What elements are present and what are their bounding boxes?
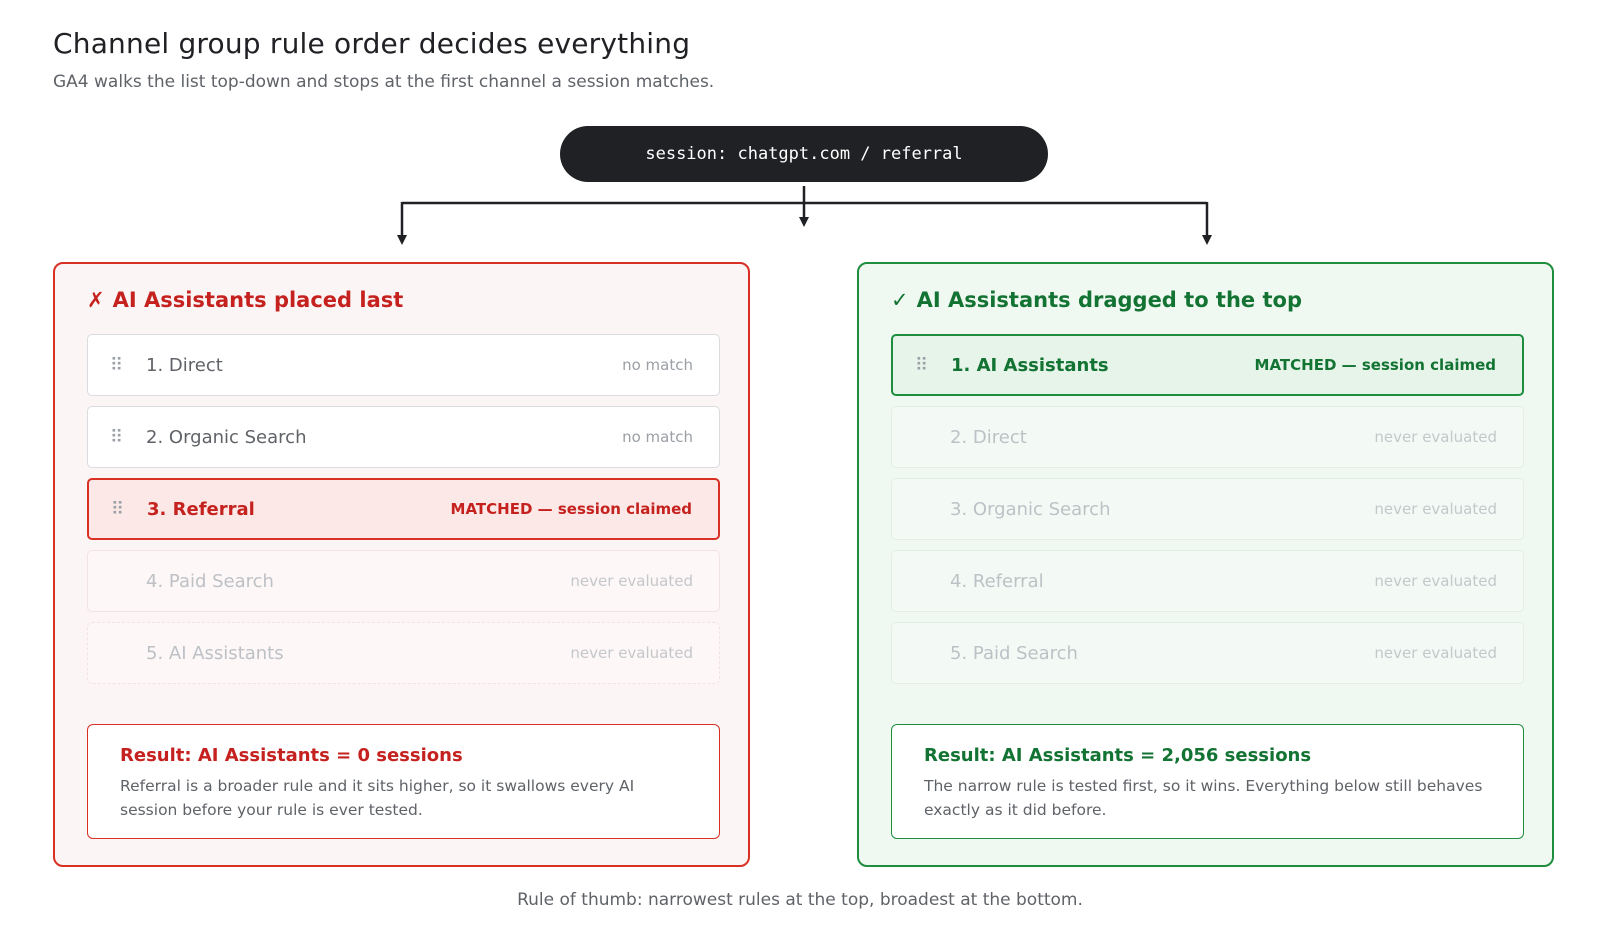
page-subtitle: GA4 walks the list top-down and stops at… (53, 72, 715, 92)
result-body: The narrow rule is tested first, so it w… (924, 777, 1483, 819)
rule-status: MATCHED — session claimed (1254, 356, 1496, 374)
result-box: Result: AI Assistants = 0 sessions Refer… (87, 724, 720, 839)
rule-row[interactable]: 5. AI Assistants never evaluated (87, 622, 720, 684)
rule-label: 3. Organic Search (950, 498, 1111, 520)
rule-label: 1. Direct (146, 354, 223, 376)
rule-status: never evaluated (1374, 644, 1497, 662)
result-title: Result: AI Assistants = 2,056 sessions (924, 745, 1312, 766)
rule-row[interactable]: ⠿ 1. Direct no match (87, 334, 720, 396)
rule-status: never evaluated (1374, 572, 1497, 590)
rule-row-matched[interactable]: ⠿ 1. AI Assistants MATCHED — session cla… (891, 334, 1524, 396)
panel-heading-text: AI Assistants placed last (112, 288, 404, 312)
rule-status: MATCHED — session claimed (450, 500, 692, 518)
rule-label: 4. Paid Search (146, 570, 274, 592)
result-body: Referral is a broader rule and it sits h… (120, 777, 635, 819)
rule-label: 3. Referral (147, 498, 255, 520)
rule-row[interactable]: 4. Referral never evaluated (891, 550, 1524, 612)
drag-handle-icon[interactable]: ⠿ (915, 354, 928, 376)
panel-heading: ✓ AI Assistants dragged to the top (891, 288, 1302, 312)
rule-status: never evaluated (570, 644, 693, 662)
rule-row[interactable]: ⠿ 2. Organic Search no match (87, 406, 720, 468)
rule-status: never evaluated (1374, 500, 1497, 518)
panel-ai-top: ✓ AI Assistants dragged to the top ⠿ 1. … (857, 262, 1554, 867)
rule-row[interactable]: 3. Organic Search never evaluated (891, 478, 1524, 540)
panel-heading: ✗ AI Assistants placed last (87, 288, 403, 312)
rule-row[interactable]: 2. Direct never evaluated (891, 406, 1524, 468)
rule-label: 5. AI Assistants (146, 642, 284, 664)
rule-label: 5. Paid Search (950, 642, 1078, 664)
panel-ai-last: ✗ AI Assistants placed last ⠿ 1. Direct … (53, 262, 750, 867)
result-box: Result: AI Assistants = 2,056 sessions T… (891, 724, 1524, 839)
rule-status: no match (622, 428, 693, 446)
drag-handle-icon[interactable]: ⠿ (110, 354, 123, 376)
rule-row[interactable]: 5. Paid Search never evaluated (891, 622, 1524, 684)
footer-note: Rule of thumb: narrowest rules at the to… (517, 890, 1083, 910)
rule-label: 1. AI Assistants (951, 354, 1109, 376)
cross-icon: ✗ (87, 288, 105, 312)
result-title: Result: AI Assistants = 0 sessions (120, 745, 463, 766)
rule-status: never evaluated (570, 572, 693, 590)
session-pill: session: chatgpt.com / referral (560, 126, 1048, 182)
rule-row[interactable]: 4. Paid Search never evaluated (87, 550, 720, 612)
rule-status: never evaluated (1374, 428, 1497, 446)
check-icon: ✓ (891, 288, 909, 312)
panel-heading-text: AI Assistants dragged to the top (916, 288, 1302, 312)
drag-handle-icon[interactable]: ⠿ (110, 426, 123, 448)
rule-status: no match (622, 356, 693, 374)
rule-label: 2. Direct (950, 426, 1027, 448)
drag-handle-icon[interactable]: ⠿ (111, 498, 124, 520)
rule-label: 2. Organic Search (146, 426, 307, 448)
rule-row-matched[interactable]: ⠿ 3. Referral MATCHED — session claimed (87, 478, 720, 540)
page-title: Channel group rule order decides everyth… (53, 27, 691, 60)
rule-label: 4. Referral (950, 570, 1044, 592)
